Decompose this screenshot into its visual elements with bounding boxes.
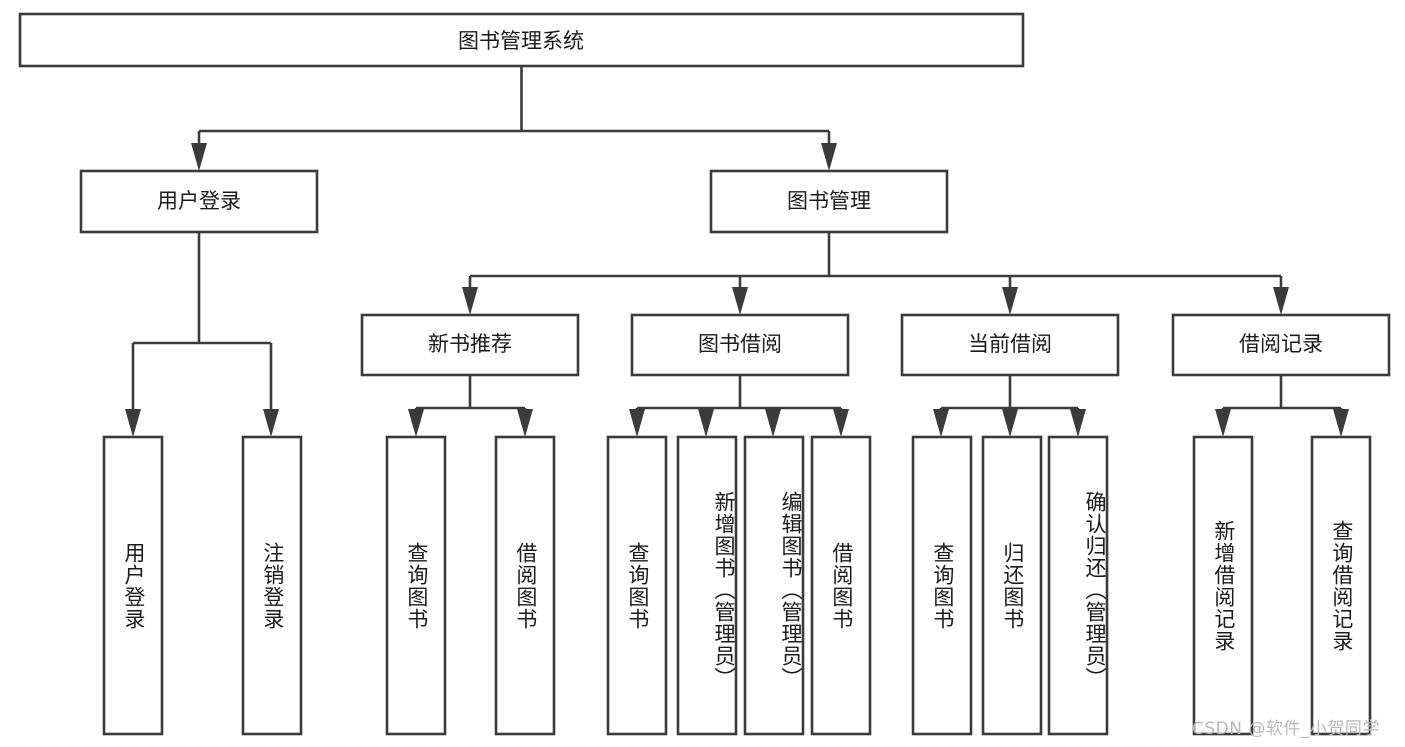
arrow-head-leaf-logout: [263, 409, 279, 437]
leaf-box-borrow-query-book[interactable]: [606, 435, 668, 736]
arrow-head-leaf-book-borrow-3: [765, 409, 781, 437]
arrow-head-book-borrow: [732, 287, 748, 315]
arrow-head-leaf-book-borrow-1: [629, 409, 645, 437]
arrow-head-leaf-current-borrow-3: [1070, 409, 1086, 437]
leaf-box-borrow-add-book[interactable]: [676, 435, 738, 736]
arrow-head-leaf-current-borrow-2: [1002, 409, 1018, 437]
arrow-head-leaf-borrow-record-1: [1215, 409, 1231, 437]
node-borrow-record[interactable]: 借阅记录: [1171, 313, 1391, 377]
arrow-head-borrow-record: [1273, 287, 1289, 315]
arrow-head-leaf-book-borrow-2: [698, 409, 714, 437]
arrow-head-leaf-user-login: [125, 409, 141, 437]
arrow-head-leaf-new-book-1: [408, 409, 424, 437]
node-user-login[interactable]: 用户登录: [79, 169, 319, 234]
node-new-book-recommend-label: 新书推荐: [428, 332, 512, 356]
leaf-box-current-query-book[interactable]: [911, 435, 973, 736]
arrow-head-leaf-new-book-2: [517, 409, 533, 437]
connectors: [125, 66, 1349, 437]
leaf-boxes: [102, 435, 1372, 736]
node-root-book-management-system[interactable]: 图书管理系统: [18, 12, 1025, 68]
leaf-box-current-return-book[interactable]: [981, 435, 1043, 736]
leaf-box-borrow-edit-book[interactable]: [743, 435, 805, 736]
arrow-head-leaf-current-borrow-1: [933, 409, 949, 437]
arrow-head-current-borrow: [1002, 287, 1018, 315]
node-book-borrow-label: 图书借阅: [698, 332, 782, 356]
leaf-box-borrow-borrow-book[interactable]: [810, 435, 872, 736]
leaf-box-logout[interactable]: [241, 435, 303, 736]
leaf-box-record-add-record[interactable]: [1192, 435, 1254, 736]
node-current-borrow-label: 当前借阅: [968, 332, 1052, 356]
leaf-box-current-confirm-return[interactable]: [1047, 435, 1109, 736]
arrow-head-new-book: [462, 287, 478, 315]
node-current-borrow-box[interactable]: [900, 313, 1120, 377]
node-book-management-label: 图书管理: [787, 189, 871, 213]
node-current-borrow[interactable]: 当前借阅: [900, 313, 1120, 377]
arrow-head-leaf-borrow-record-2: [1333, 409, 1349, 437]
leaf-box-newbook-query-book[interactable]: [385, 435, 447, 736]
node-root-box[interactable]: [18, 12, 1025, 68]
node-root-label: 图书管理系统: [458, 29, 584, 53]
node-book-management[interactable]: 图书管理: [709, 169, 949, 234]
leaf-box-newbook-borrow-book[interactable]: [494, 435, 556, 736]
node-book-borrow-box[interactable]: [630, 313, 850, 377]
node-book-borrow[interactable]: 图书借阅: [630, 313, 850, 377]
csdn-watermark: CSDN @软件_小贺同学: [1192, 719, 1380, 739]
node-user-login-label: 用户登录: [157, 189, 241, 213]
node-borrow-record-label: 借阅记录: [1239, 332, 1323, 356]
arrow-head-leaf-book-borrow-4: [833, 409, 849, 437]
node-new-book-recommend-box[interactable]: [360, 313, 580, 377]
leaf-box-record-query-record[interactable]: [1310, 435, 1372, 736]
arrow-head-user-login: [191, 143, 207, 171]
node-book-management-box[interactable]: [709, 169, 949, 234]
leaf-box-user-login[interactable]: [102, 435, 164, 736]
node-borrow-record-box[interactable]: [1171, 313, 1391, 377]
node-new-book-recommend[interactable]: 新书推荐: [360, 313, 580, 377]
arrow-head-book-mgmt: [821, 143, 837, 171]
node-user-login-box[interactable]: [79, 169, 319, 234]
